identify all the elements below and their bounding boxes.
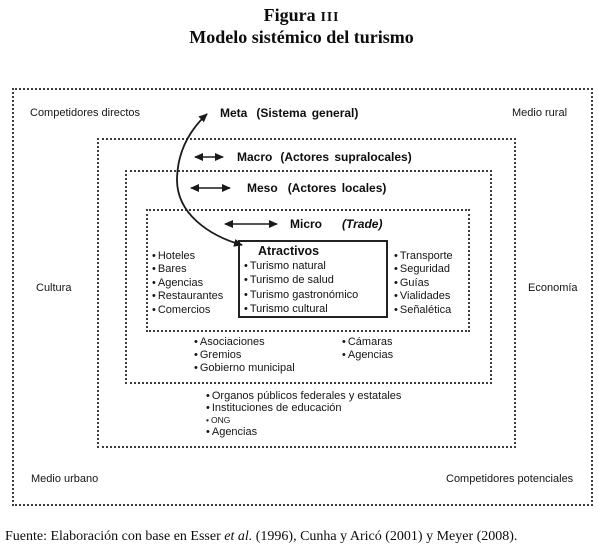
source-et-al: et al.	[224, 529, 253, 544]
source-note: Fuente: Elaboración con base en Esser et…	[5, 528, 601, 546]
list-item: Organos públicos federales y estatales	[206, 390, 402, 403]
label-competidores-potenciales: Competidores potenciales	[446, 473, 574, 485]
list-item: Comercios	[152, 304, 223, 317]
meta-qualifier: (Sistema general)	[256, 106, 359, 120]
macro-level-box	[97, 138, 516, 448]
list-item: Turismo de salud	[244, 273, 386, 287]
meta-name: Meta	[220, 106, 248, 120]
meso-right-list: Cámaras Agencias	[342, 336, 393, 362]
level-label-meta: Meta (Sistema general)	[220, 106, 358, 120]
figure-subtitle: Modelo sistémico del turismo	[189, 27, 414, 47]
meso-level-box	[125, 170, 492, 384]
meso-name: Meso	[247, 181, 278, 195]
meso-qualifier: (Actores locales)	[287, 181, 387, 195]
atractivos-list: Turismo natural Turismo de salud Turismo…	[244, 259, 386, 316]
source-prefix: Fuente: Elaboración con base en Esser	[5, 529, 225, 544]
macro-list: Organos públicos federales y estatales I…	[206, 390, 402, 439]
list-item: Cámaras	[342, 336, 393, 349]
micro-right-list: Transporte Seguridad Guías Vialidades Se…	[394, 250, 453, 317]
macro-qualifier: (Actores supralocales)	[280, 150, 412, 164]
meta-system-box	[12, 88, 593, 506]
list-item: Gremios	[194, 349, 295, 362]
list-item: ONG	[206, 415, 401, 427]
list-item: Turismo gastronómico	[244, 288, 386, 302]
label-medio-urbano: Medio urbano	[31, 473, 99, 485]
list-item: Asociaciones	[194, 336, 295, 349]
list-item: Turismo cultural	[244, 302, 386, 316]
meso-left-list: Asociaciones Gremios Gobierno municipal	[194, 336, 295, 375]
label-medio-rural: Medio rural	[512, 107, 568, 119]
list-item: Vialidades	[394, 290, 453, 303]
list-item: Guías	[394, 277, 453, 290]
level-label-meso: Meso (Actores locales)	[247, 181, 386, 195]
label-competidores-directos: Competidores directos	[30, 107, 141, 119]
micro-qualifier: (Trade)	[342, 217, 383, 231]
micro-level-box	[146, 209, 470, 332]
figure-title: Figura III Modelo sistémico del turismo	[0, 5, 603, 47]
level-label-micro: Micro (Trade)	[290, 217, 382, 231]
label-economia: Economía	[528, 282, 578, 294]
list-item: Instituciones de educación	[206, 402, 401, 415]
micro-left-list: Hoteles Bares Agencias Restaurantes Come…	[152, 250, 223, 317]
list-item: Turismo natural	[244, 259, 386, 273]
atractivos-box: Atractivos Turismo natural Turismo de sa…	[238, 240, 388, 318]
level-label-macro: Macro (Actores supralocales)	[237, 150, 412, 164]
label-cultura: Cultura	[36, 282, 72, 294]
list-item: Bares	[152, 263, 223, 276]
atractivos-title: Atractivos	[258, 244, 320, 258]
list-item: Hoteles	[152, 250, 223, 263]
list-item: Restaurantes	[152, 290, 223, 303]
macro-name: Macro	[237, 150, 273, 164]
figure-label: Figura	[263, 5, 316, 25]
list-item: Agencias	[206, 426, 401, 439]
micro-name: Micro	[290, 217, 323, 231]
figure-numeral: III	[320, 9, 340, 24]
list-item: Transporte	[394, 250, 453, 263]
figure-number-line: Figura III	[0, 5, 603, 27]
list-item: Gobierno municipal	[194, 362, 295, 375]
source-suffix: (1996), Cunha y Aricó (2001) y Meyer (20…	[252, 529, 518, 544]
list-item: Agencias	[342, 349, 393, 362]
list-item: Agencias	[152, 277, 223, 290]
list-item: Seguridad	[394, 263, 453, 276]
list-item: Señalética	[394, 304, 453, 317]
